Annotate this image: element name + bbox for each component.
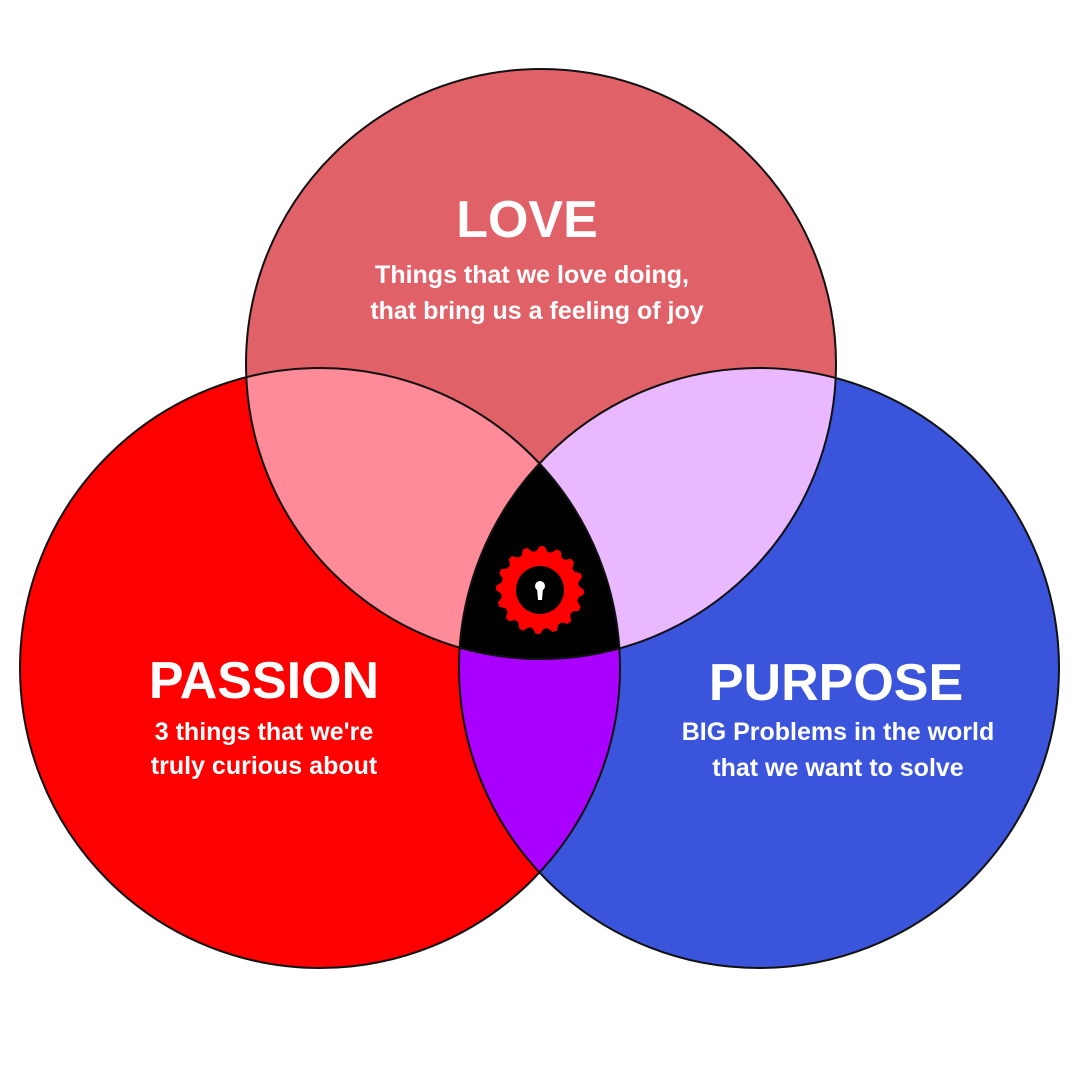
passion-title: PASSION (149, 652, 379, 710)
gear-keyhole-icon (496, 546, 584, 634)
love-title: LOVE (456, 191, 598, 249)
purpose-title: PURPOSE (709, 654, 963, 712)
passion-description-line2: truly curious about (151, 752, 378, 780)
love-purpose-overlap (459, 368, 836, 659)
passion-description-line1: 3 things that we're (155, 718, 374, 746)
purpose-description-line1: BIG Problems in the world (682, 718, 995, 746)
love-description-line1: Things that we love doing, (375, 261, 689, 289)
love-passion-overlap (246, 368, 620, 659)
circle-outlines (19, 68, 1060, 969)
love-description-line2: that bring us a feeling of joy (370, 297, 703, 325)
purpose-description-line2: that we want to solve (712, 754, 964, 782)
